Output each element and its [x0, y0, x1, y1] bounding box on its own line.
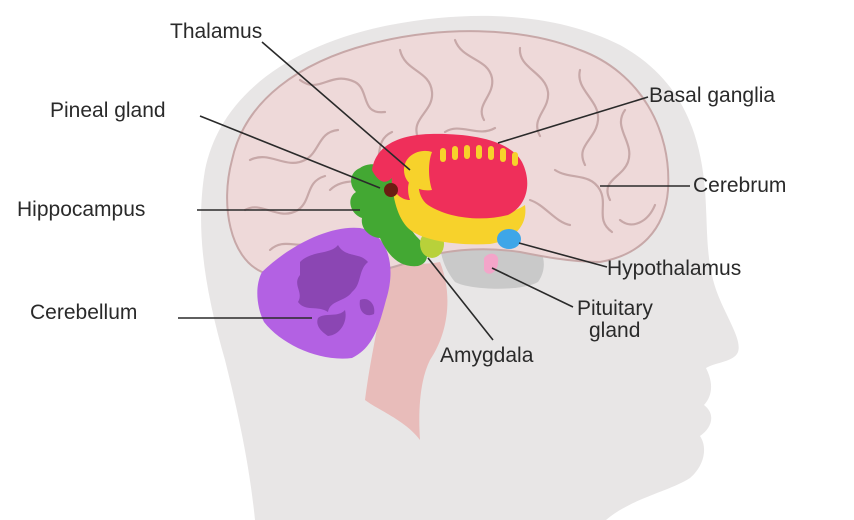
hippocampus [350, 164, 428, 267]
label-hypothalamus: Hypothalamus [607, 257, 741, 280]
label-thalamus: Thalamus [170, 20, 262, 43]
label-basal-ganglia: Basal ganglia [649, 84, 775, 107]
cerebrum-folds [243, 38, 657, 252]
brainstem [365, 262, 448, 440]
label-pituitary-line2: gland [589, 319, 640, 342]
pineal-gland [384, 183, 398, 197]
label-cerebellum: Cerebellum [30, 301, 137, 324]
label-pineal-gland: Pineal gland [50, 99, 166, 122]
label-hippocampus: Hippocampus [17, 198, 145, 221]
label-pituitary-line1: Pituitary [577, 297, 653, 320]
leader-lines [178, 41, 690, 341]
hypothalamus [497, 229, 521, 249]
basal-ganglia-dots [440, 145, 518, 166]
thalamus-inner [404, 150, 432, 191]
label-amygdala: Amygdala [440, 344, 534, 367]
label-cerebrum: Cerebrum [693, 174, 786, 197]
cerebellum-pattern [297, 245, 375, 336]
